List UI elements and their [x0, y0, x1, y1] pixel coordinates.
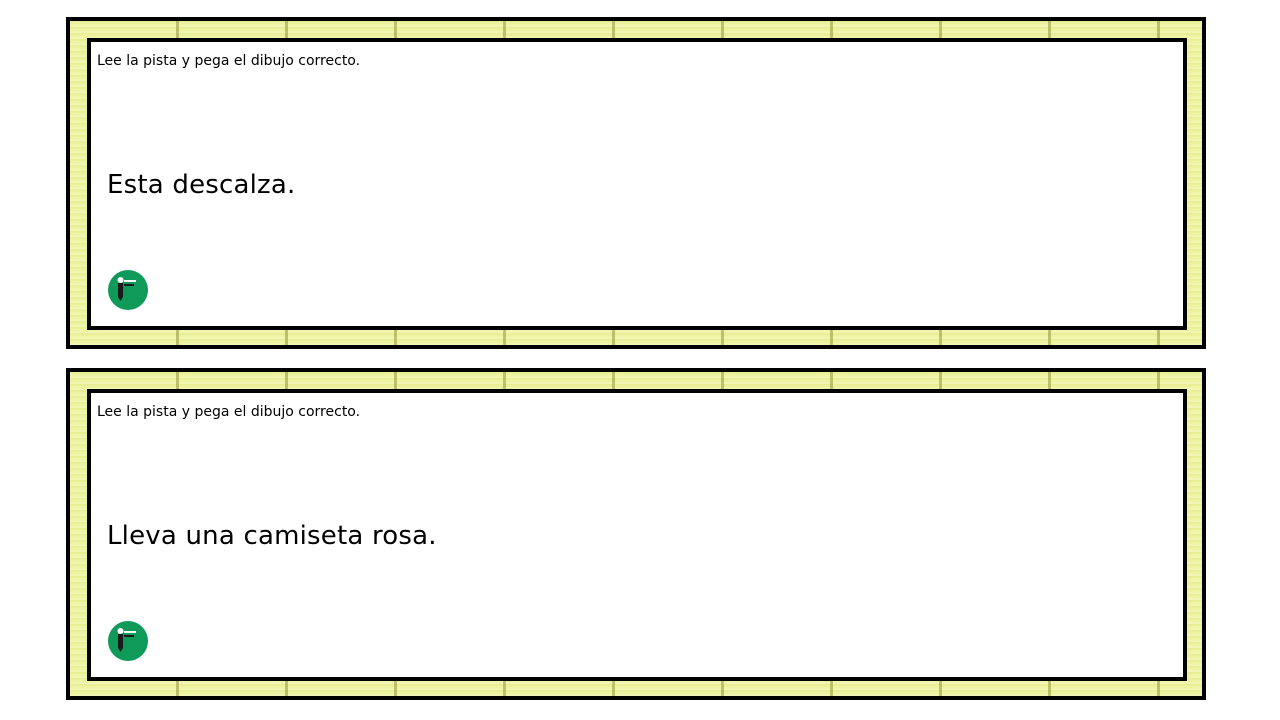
- clue-text: Lleva una camiseta rosa.: [107, 521, 437, 551]
- instruction-text: Lee la pista y pega el dibujo correcto.: [97, 404, 361, 420]
- pencil-logo-icon: [108, 621, 148, 661]
- pencil-logo-icon: [108, 270, 148, 310]
- clue-card-panel: Lee la pista y pega el dibujo correcto. …: [87, 38, 1187, 330]
- instruction-text: Lee la pista y pega el dibujo correcto.: [97, 53, 361, 69]
- clue-card-2: Lee la pista y pega el dibujo correcto. …: [66, 368, 1206, 700]
- clue-card-1: Lee la pista y pega el dibujo correcto. …: [66, 17, 1206, 349]
- clue-card-panel: Lee la pista y pega el dibujo correcto. …: [87, 389, 1187, 681]
- clue-text: Esta descalza.: [107, 170, 296, 200]
